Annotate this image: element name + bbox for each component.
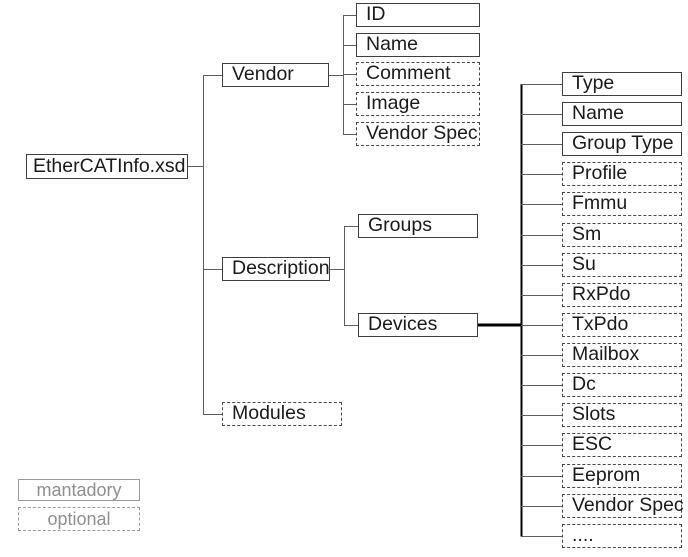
- node-profile: Profile: [562, 162, 682, 186]
- node-vendor: Vendor: [222, 63, 329, 87]
- node-fmmu: Fmmu: [562, 192, 682, 216]
- node-vendor-name: Name: [356, 33, 480, 57]
- node-id: ID: [356, 3, 480, 27]
- node-groups: Groups: [358, 214, 478, 238]
- level1-trunk: [202, 74, 222, 416]
- node-su: Su: [562, 253, 682, 277]
- node-type: Type: [562, 72, 682, 96]
- node-modules: Modules: [222, 402, 342, 426]
- node-mailbox: Mailbox: [562, 343, 682, 367]
- node-device-vendor-spec: Vendor Spec: [562, 494, 684, 518]
- node-slots: Slots: [562, 403, 682, 427]
- node-image: Image: [356, 92, 480, 116]
- node-description: Description: [222, 257, 330, 281]
- node-ellipsis: ....: [562, 524, 682, 548]
- node-esc: ESC: [562, 433, 682, 457]
- node-rxpdo: RxPdo: [562, 283, 682, 307]
- legend-optional-box: optional: [18, 507, 140, 531]
- node-devices: Devices: [358, 313, 478, 337]
- node-eeprom: Eeprom: [562, 464, 682, 488]
- legend-mandatory-box: mantadory: [18, 479, 140, 501]
- node-comment: Comment: [356, 62, 480, 86]
- node-group-type: Group Type: [562, 132, 682, 156]
- node-txpdo: TxPdo: [562, 313, 682, 337]
- description-children-connector: [330, 225, 358, 327]
- devices-children-connector: [478, 83, 562, 538]
- node-dc: Dc: [562, 373, 682, 397]
- vendor-children-connector: [329, 14, 356, 136]
- node-sm: Sm: [562, 223, 682, 247]
- node-vendor-spec: Vendor Spec: [356, 122, 480, 146]
- node-ethercatinfo-xsd: EtherCATInfo.xsd: [26, 154, 188, 179]
- node-device-name: Name: [562, 102, 682, 126]
